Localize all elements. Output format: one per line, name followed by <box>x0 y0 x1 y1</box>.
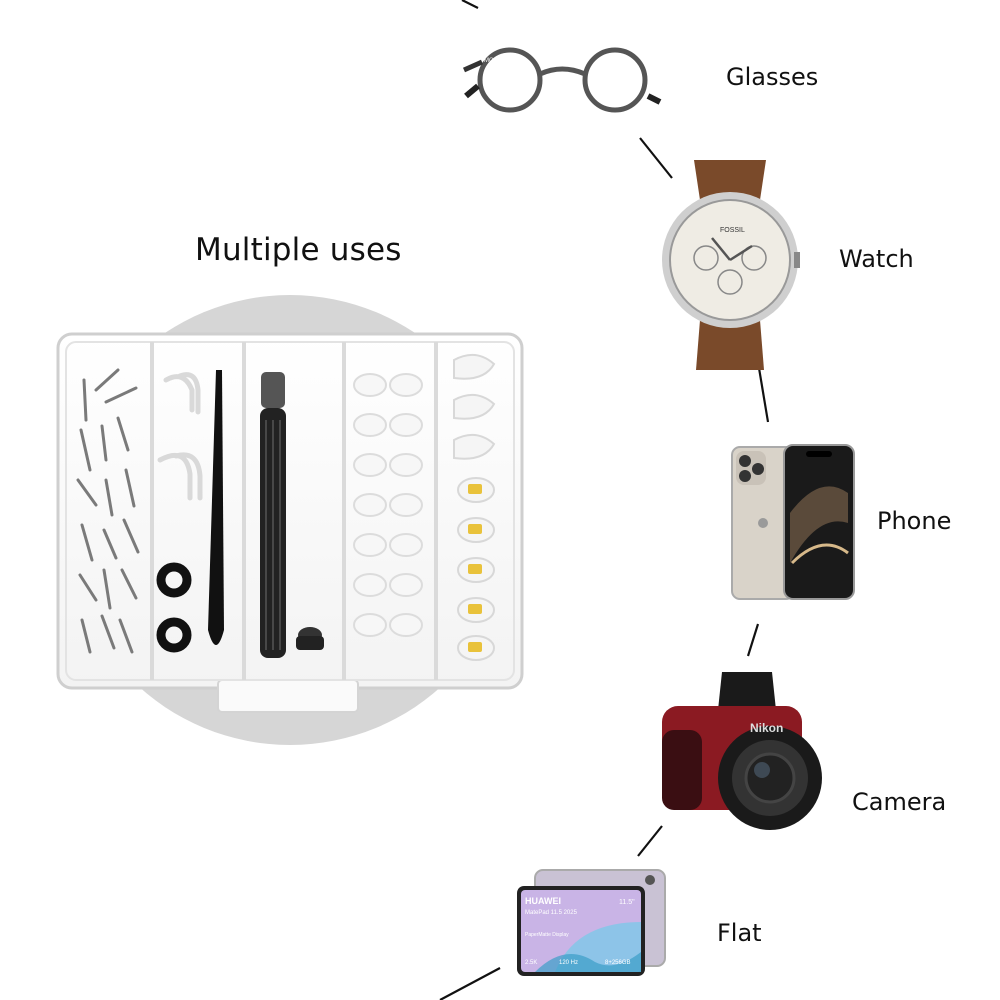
screws <box>76 368 140 654</box>
label-flat: Flat <box>717 919 762 947</box>
label-phone: Phone <box>877 507 952 535</box>
tablet-hz: 120 Hz <box>559 960 578 966</box>
glasses-icon: MONTBLANC <box>462 47 662 113</box>
label-watch: Watch <box>839 245 914 273</box>
screwdriver <box>260 372 324 658</box>
tablet-res: 2.5K <box>525 960 537 966</box>
tablet-mem: 8+256GB <box>605 960 631 966</box>
page-title: Multiple uses <box>195 232 402 268</box>
tablet-brand: HUAWEI <box>525 896 561 906</box>
camera-icon: Nikon <box>662 672 822 830</box>
repair-kit-box <box>56 332 524 713</box>
tablet-icon: HUAWEI MatePad 11.5 2025 11.5" PaperMatt… <box>517 869 666 976</box>
tablet-display: PaperMatte Display <box>525 932 569 938</box>
label-glasses: Glasses <box>726 63 819 91</box>
camera-brand: Nikon <box>750 721 783 735</box>
label-camera: Camera <box>852 788 947 816</box>
watch-icon: FOSSIL <box>662 160 800 370</box>
tablet-size: 11.5" <box>619 899 635 906</box>
glasses-brand: MONTBLANC <box>484 58 522 64</box>
watch-brand: FOSSIL <box>720 227 745 234</box>
phone-icon <box>731 444 855 600</box>
tablet-model: MatePad 11.5 2025 <box>525 910 578 916</box>
